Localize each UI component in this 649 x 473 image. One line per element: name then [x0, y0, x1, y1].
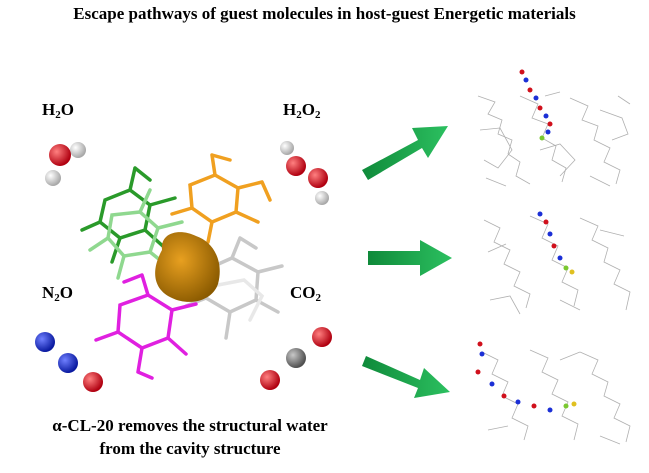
- label-co2: CO2: [290, 283, 321, 304]
- escape-path-co2: [475, 341, 577, 413]
- n2o-molecule: [35, 332, 103, 392]
- stick-model-magenta: [94, 273, 198, 380]
- figure-caption: α-CL-20 removes the structural water fro…: [0, 414, 380, 460]
- cavity-blob: [155, 232, 220, 302]
- h2o-molecule: [45, 142, 86, 186]
- caption-line-2: from the cavity structure: [99, 439, 281, 458]
- pathway-panel-h2o2: [472, 69, 634, 192]
- stick-model-lightgreen: [88, 188, 184, 280]
- co2-molecule: [260, 327, 332, 390]
- caption-line-1: α-CL-20 removes the structural water: [52, 416, 328, 435]
- stick-model-orange: [170, 153, 272, 244]
- figure-title: Escape pathways of guest molecules in ho…: [73, 4, 576, 23]
- h2o2-molecule: [280, 141, 329, 205]
- escape-path-h2o2: [519, 69, 553, 141]
- escape-path-n2o: [537, 211, 575, 275]
- arrow-bottom: [362, 356, 450, 398]
- host-guest-cluster: [80, 153, 284, 380]
- arrow-middle: [368, 240, 452, 276]
- stick-model-green: [80, 166, 177, 264]
- stick-model-gray: [184, 236, 284, 340]
- label-n2o: N2O: [42, 283, 74, 304]
- label-h2o: H2O: [42, 100, 74, 121]
- arrow-top: [362, 126, 448, 180]
- label-h2o2: H2O2: [283, 100, 321, 121]
- pathway-panel-co2: [475, 340, 638, 450]
- pathway-panel-n2o: [478, 210, 636, 322]
